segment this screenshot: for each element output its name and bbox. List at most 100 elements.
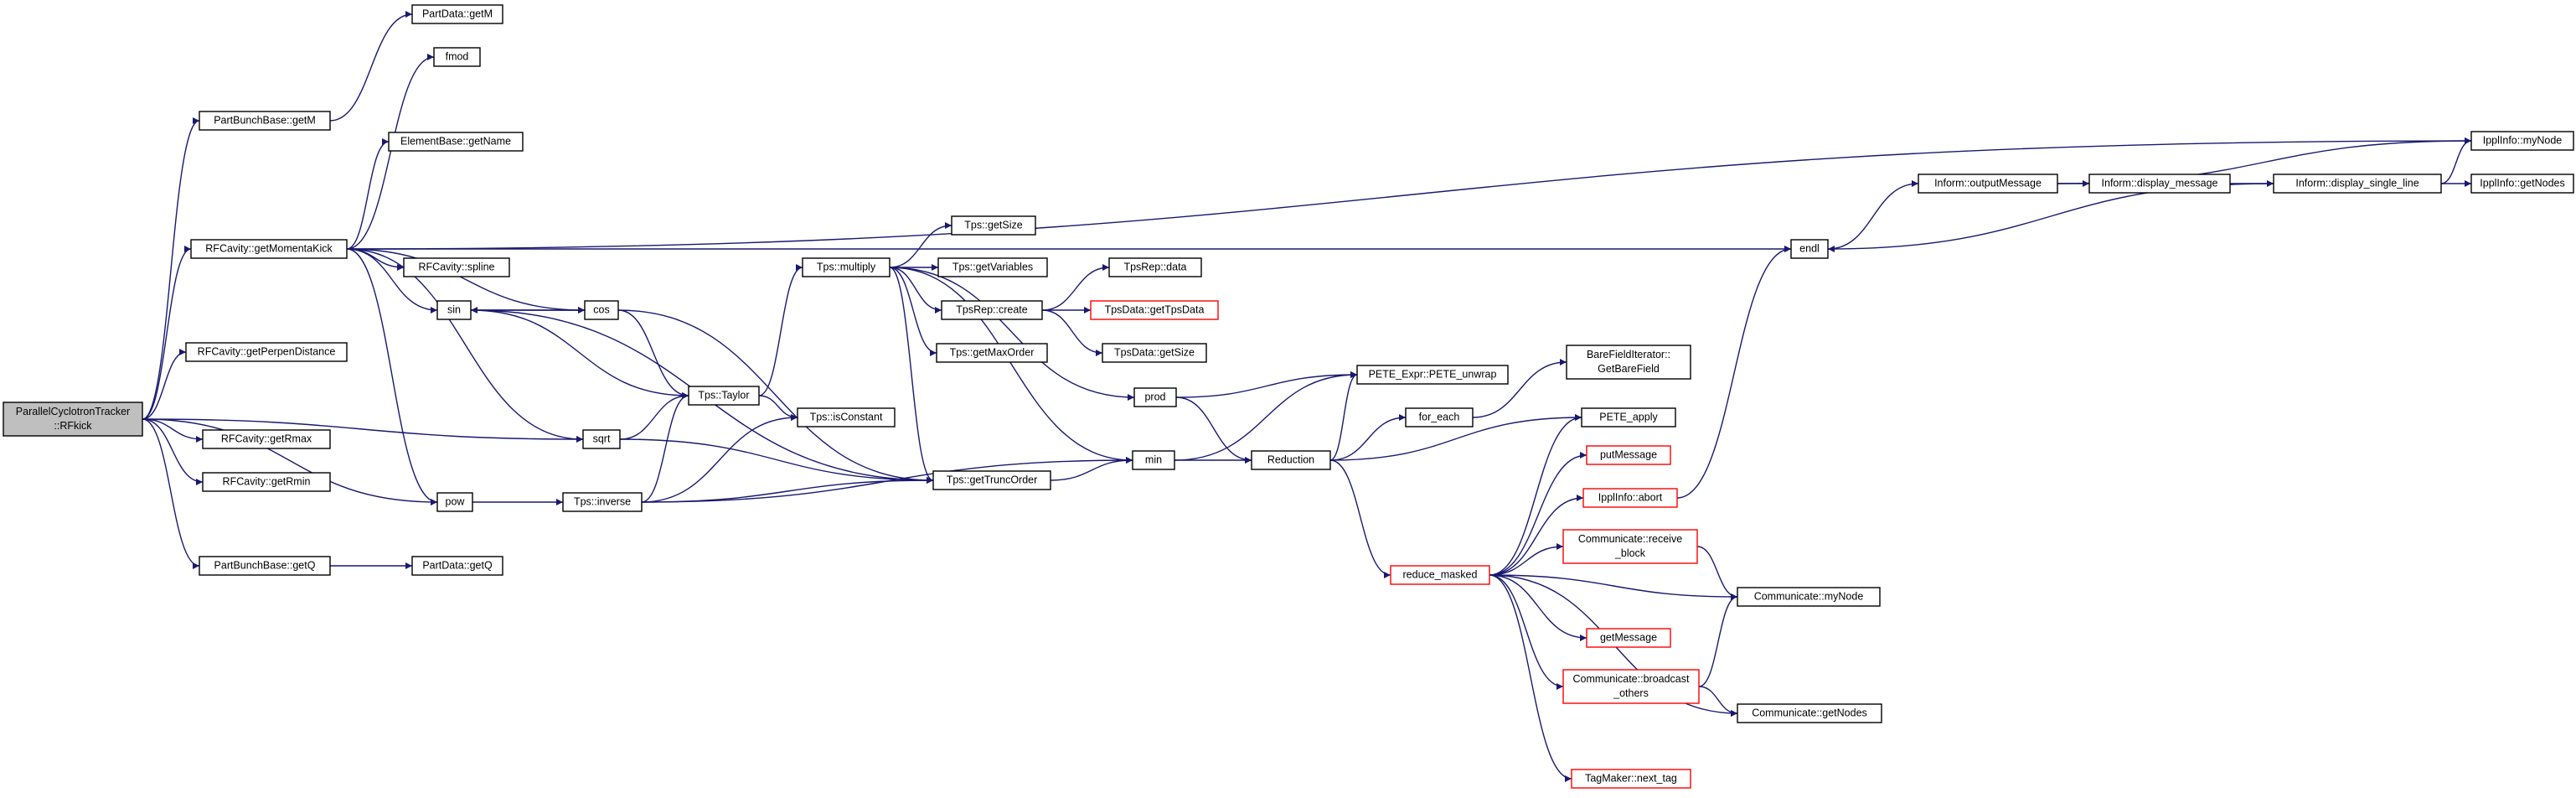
graph-node-tpsrep-create[interactable]: TpsRep::create (941, 300, 1043, 320)
node-label: Tps::getTruncOrder (947, 474, 1038, 485)
node-label: BareFieldIterator:: (1587, 349, 1670, 360)
graph-node-min[interactable]: min (1132, 450, 1175, 470)
graph-node-pd-getQ[interactable]: PartData::getQ (411, 556, 503, 576)
graph-node-pbb-getQ[interactable]: PartBunchBase::getQ (199, 556, 331, 576)
graph-node-comm-receive[interactable]: Communicate::receive_block (1562, 529, 1698, 564)
node-label: pow (446, 495, 466, 507)
node-label: Inform::display_single_line (2295, 177, 2419, 189)
edge-endl-to-inform-output (1827, 180, 1919, 250)
graph-node-root[interactable]: ParallelCyclotronTracker::RFkick (3, 402, 143, 437)
graph-node-comm-myNode[interactable]: Communicate::myNode (1737, 587, 1881, 607)
edge-comm-broadcast-to-comm-myNode (1698, 593, 1738, 687)
graph-node-rfc-getPD[interactable]: RFCavity::getPerpenDistance (185, 342, 348, 362)
graph-node-tps-getTruncOrder[interactable]: Tps::getTruncOrder (932, 470, 1051, 490)
node-box (562, 492, 643, 512)
node-label: getMessage (1600, 631, 1657, 643)
node-box (688, 386, 760, 406)
edge-tps-getTruncOrder-to-min (1050, 457, 1133, 481)
node-label: TagMaker::next_tag (1585, 772, 1677, 784)
edge-rfc-getMK-to-ippl-myNode (346, 137, 2472, 250)
graph-node-tpsrep-data[interactable]: TpsRep::data (1108, 257, 1202, 277)
graph-node-rfc-spline[interactable]: RFCavity::spline (403, 257, 510, 277)
graph-node-tpsdata-getTpsData[interactable]: TpsData::getTpsData (1090, 300, 1219, 320)
edge-rfc-getMK-to-eb-getName (346, 138, 390, 250)
node-box (202, 472, 331, 492)
graph-node-prod[interactable]: prod (1133, 387, 1177, 407)
graph-node-pete-apply[interactable]: PETE_apply (1581, 407, 1676, 428)
graph-node-ippl-myNode[interactable]: IpplInfo::myNode (2470, 131, 2574, 151)
graph-node-rfc-getMK[interactable]: RFCavity::getMomentaKick (190, 239, 348, 259)
node-box (1571, 769, 1691, 789)
node-label: ::RFkick (54, 420, 92, 432)
node-box (1737, 703, 1882, 723)
graph-node-sin[interactable]: sin (436, 300, 472, 320)
graph-node-pd-getM[interactable]: PartData::getM (411, 4, 503, 24)
node-label: TpsData::getTpsData (1105, 303, 1205, 315)
graph-node-eb-getName[interactable]: ElementBase::getName (388, 132, 524, 152)
node-box (1108, 257, 1202, 277)
node-label: IpplInfo::abort (1598, 491, 1663, 503)
graph-node-tps-inverse[interactable]: Tps::inverse (562, 492, 643, 512)
edge-prod-to-pete-unwrap (1175, 371, 1358, 398)
graph-node-endl[interactable]: endl (1790, 239, 1829, 259)
graph-node-rfc-getRmin[interactable]: RFCavity::getRmin (202, 472, 331, 492)
graph-node-ippl-abort[interactable]: IpplInfo::abort (1582, 488, 1678, 508)
node-label: Inform::display_message (2102, 177, 2218, 189)
node-label: Tps::getSize (964, 219, 1023, 231)
edge-root-to-pbb-getM (142, 117, 200, 420)
node-box (1090, 300, 1219, 320)
graph-node-for-each[interactable]: for_each (1405, 407, 1474, 428)
graph-node-sqrt[interactable]: sqrt (582, 429, 621, 449)
node-label: GetBareField (1598, 363, 1660, 375)
edge-reduce-masked-to-tagmaker-next (1489, 574, 1572, 782)
node-box (1102, 343, 1207, 363)
graph-node-comm-getNodes[interactable]: Communicate::getNodes (1737, 703, 1882, 723)
graph-node-reduction[interactable]: Reduction (1251, 450, 1331, 470)
graph-node-rfc-getRmax[interactable]: RFCavity::getRmax (202, 429, 331, 449)
node-label: Reduction (1267, 453, 1314, 465)
graph-node-pbb-getM[interactable]: PartBunchBase::getM (199, 111, 331, 131)
node-label: for_each (1419, 411, 1460, 422)
graph-node-comm-broadcast[interactable]: Communicate::broadcast_others (1562, 669, 1700, 704)
edge-root-to-rfc-getMK (142, 246, 192, 420)
node-box (202, 429, 331, 449)
graph-node-reduce-masked[interactable]: reduce_masked (1390, 565, 1490, 585)
node-box (2470, 131, 2574, 151)
edge-tps-multiply-to-tpsrep-create (889, 267, 942, 314)
node-label: PETE_Expr::PETE_unwrap (1369, 368, 1497, 380)
edge-root-to-rfc-getPD (142, 349, 187, 420)
graph-node-tps-isConstant[interactable]: Tps::isConstant (797, 407, 896, 428)
graph-node-tps-getSize[interactable]: Tps::getSize (951, 215, 1036, 236)
graph-node-tagmaker-next[interactable]: TagMaker::next_tag (1571, 769, 1691, 789)
edge-min-to-pete-unwrap (1174, 371, 1358, 461)
node-box (941, 300, 1043, 320)
graph-node-fmod[interactable]: fmod (433, 47, 481, 67)
node-box (190, 239, 348, 259)
graph-node-inform-single[interactable]: Inform::display_single_line (2273, 174, 2442, 194)
node-label: TpsRep::data (1123, 261, 1186, 272)
graph-node-tps-getVariables[interactable]: Tps::getVariables (937, 257, 1048, 277)
edge-tps-taylor-to-tps-multiply (758, 264, 803, 396)
graph-node-tps-taylor[interactable]: Tps::Taylor (688, 386, 760, 406)
edge-rfc-getMK-to-fmod (346, 54, 435, 250)
graph-node-inform-output[interactable]: Inform::outputMessage (1918, 174, 2058, 194)
graph-node-putMessage[interactable]: putMessage (1586, 445, 1671, 465)
graph-node-inform-display[interactable]: Inform::display_message (2088, 174, 2231, 194)
graph-node-bfi-getBareField[interactable]: BareFieldIterator::GetBareField (1566, 345, 1691, 380)
edge-reduction-to-for-each (1329, 414, 1407, 461)
graph-node-tps-getMaxOrder[interactable]: Tps::getMaxOrder (936, 343, 1048, 363)
graph-node-pow[interactable]: pow (436, 492, 473, 512)
graph-node-cos[interactable]: cos (584, 300, 619, 320)
node-box (433, 47, 481, 67)
edge-tps-multiply-to-prod (889, 267, 1135, 401)
graph-node-tps-multiply[interactable]: Tps::multiply (802, 257, 891, 277)
graph-node-ippl-getNodes[interactable]: IpplInfo::getNodes (2470, 174, 2574, 194)
node-label: PartBunchBase::getM (214, 114, 316, 126)
edge-inform-single-to-ippl-myNode (2440, 137, 2472, 184)
graph-node-tpsdata-getSize[interactable]: TpsData::getSize (1102, 343, 1207, 363)
edge-tps-inverse-to-min (641, 457, 1133, 503)
graph-node-pete-unwrap[interactable]: PETE_Expr::PETE_unwrap (1356, 365, 1509, 385)
graph-node-getMessage[interactable]: getMessage (1586, 628, 1671, 648)
node-label: Tps::inverse (574, 495, 631, 507)
node-label: Communicate::getNodes (1752, 707, 1867, 718)
